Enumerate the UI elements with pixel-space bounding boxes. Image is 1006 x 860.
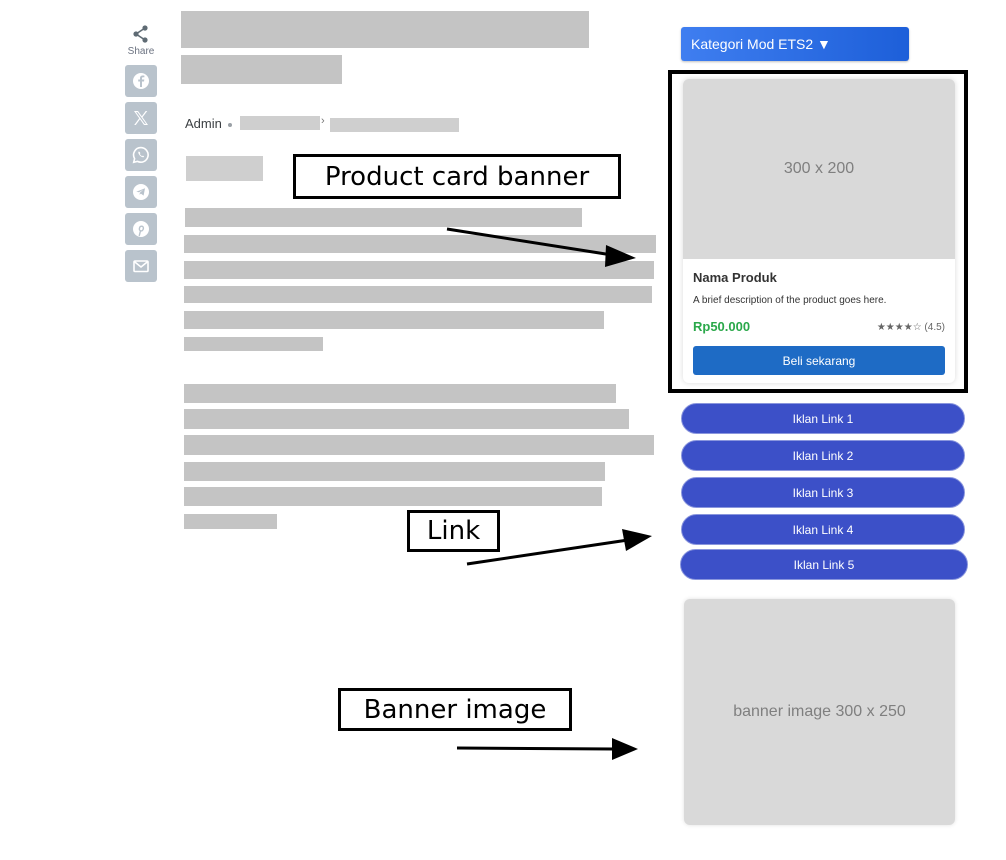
product-rating: ★★★★☆ (4.5) (876, 322, 945, 333)
meta-date-placeholder (240, 116, 320, 130)
product-card[interactable]: 300 x 200 Nama Produk A brief descriptio… (683, 79, 955, 383)
ad-link-button-2[interactable]: Iklan Link 2 (681, 440, 965, 471)
pinterest-icon (133, 221, 149, 237)
highlight-frame (668, 70, 968, 393)
text-line-placeholder (184, 487, 602, 506)
post-meta: Admin (185, 116, 232, 131)
heading-placeholder (186, 156, 263, 181)
meta-category-placeholder (330, 118, 459, 132)
category-dropdown[interactable]: Kategori Mod ETS2 ▼ (681, 27, 909, 61)
callout-link: Link (407, 510, 500, 552)
telegram-icon (133, 184, 149, 200)
product-price: Rp50.000 (693, 319, 751, 334)
title-placeholder (181, 11, 589, 48)
text-line-placeholder (184, 311, 604, 329)
text-line-placeholder (184, 384, 616, 403)
author-name[interactable]: Admin (185, 116, 222, 131)
text-line-placeholder (184, 435, 654, 455)
product-name: Nama Produk (693, 270, 777, 285)
meta-separator-dot (227, 122, 232, 127)
buy-now-button[interactable]: Beli sekarang (693, 346, 945, 375)
share-widget[interactable]: Share (123, 24, 159, 57)
banner-image-placeholder[interactable]: banner image 300 x 250 (684, 599, 955, 825)
product-image-placeholder[interactable]: 300 x 200 (683, 79, 955, 259)
text-line-placeholder (184, 286, 652, 303)
share-label: Share (127, 46, 155, 57)
ad-link-button-3[interactable]: Iklan Link 3 (681, 477, 965, 508)
x-twitter-icon (134, 111, 148, 125)
facebook-share-button[interactable] (125, 65, 157, 97)
email-share-button[interactable] (125, 250, 157, 282)
whatsapp-icon (132, 146, 149, 164)
ad-link-button-5[interactable]: Iklan Link 5 (680, 549, 968, 580)
callout-product-card: Product card banner (293, 154, 621, 199)
facebook-icon (133, 73, 149, 89)
text-line-placeholder (184, 462, 605, 481)
product-description: A brief description of the product goes … (693, 295, 887, 306)
email-icon (133, 260, 149, 273)
ad-link-button-1[interactable]: Iklan Link 1 (681, 403, 965, 434)
whatsapp-share-button[interactable] (125, 139, 157, 171)
text-line-placeholder (185, 208, 582, 227)
text-line-placeholder (184, 514, 277, 529)
breadcrumb-chevron-icon: › (321, 115, 325, 127)
text-line-placeholder (184, 337, 323, 351)
telegram-share-button[interactable] (125, 176, 157, 208)
text-line-placeholder (184, 409, 629, 429)
ad-link-button-4[interactable]: Iklan Link 4 (681, 514, 965, 545)
pinterest-share-button[interactable] (125, 213, 157, 245)
text-line-placeholder (184, 235, 656, 253)
callout-banner: Banner image (338, 688, 572, 731)
share-icon (133, 25, 148, 43)
x-share-button[interactable] (125, 102, 157, 134)
text-line-placeholder (184, 261, 654, 279)
title-placeholder-line2 (181, 55, 342, 84)
